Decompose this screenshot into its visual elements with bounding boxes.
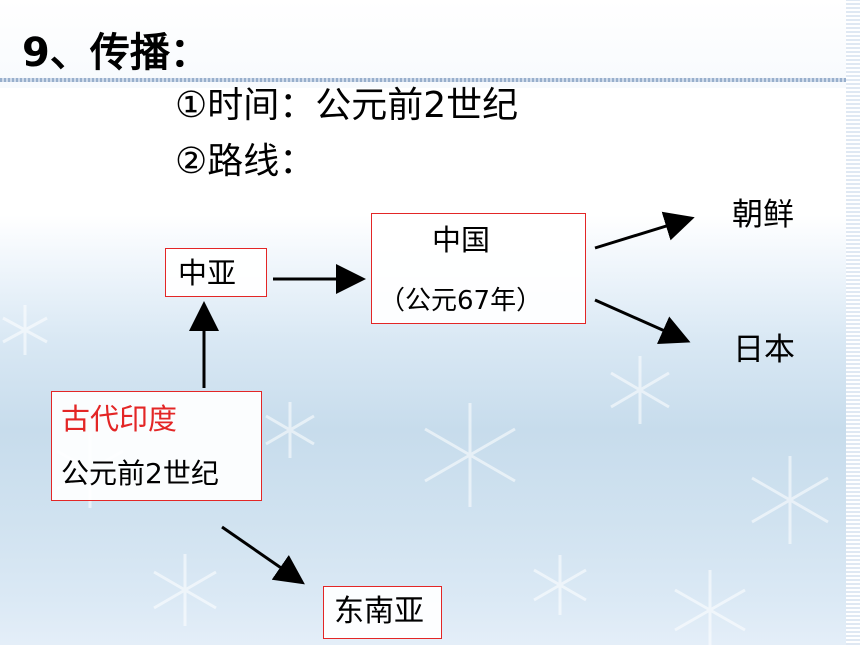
japan-label: 日本: [733, 332, 795, 368]
ancient-india-label: 古代印度: [61, 402, 178, 436]
china-box: 中国 （公元67年）: [371, 213, 586, 324]
arrow-india-to-southeast-asia: [221, 525, 305, 585]
korea-label: 朝鲜: [732, 197, 794, 233]
spread-time-line: ①时间：公元前2世纪: [175, 85, 519, 126]
ancient-india-time-label: 公元前2世纪: [61, 457, 219, 490]
spread-route-line: ②路线：: [175, 141, 316, 182]
slide-edge-decoration: [846, 0, 860, 645]
china-label: 中国: [432, 223, 491, 257]
china-year-label: （公元67年）: [379, 286, 543, 316]
central-asia-box: 中亚: [165, 248, 267, 297]
slide-title: 9、传播：: [22, 30, 210, 76]
ancient-india-box: 古代印度 公元前2世纪: [51, 391, 262, 501]
arrow-china-to-japan: [594, 298, 691, 344]
southeast-asia-box: 东南亚: [323, 586, 442, 639]
arrow-china-to-korea: [594, 211, 695, 250]
central-asia-label: 中亚: [178, 256, 237, 290]
southeast-asia-label: 东南亚: [334, 594, 424, 629]
title-band: [0, 0, 860, 88]
title-divider: [0, 78, 860, 82]
